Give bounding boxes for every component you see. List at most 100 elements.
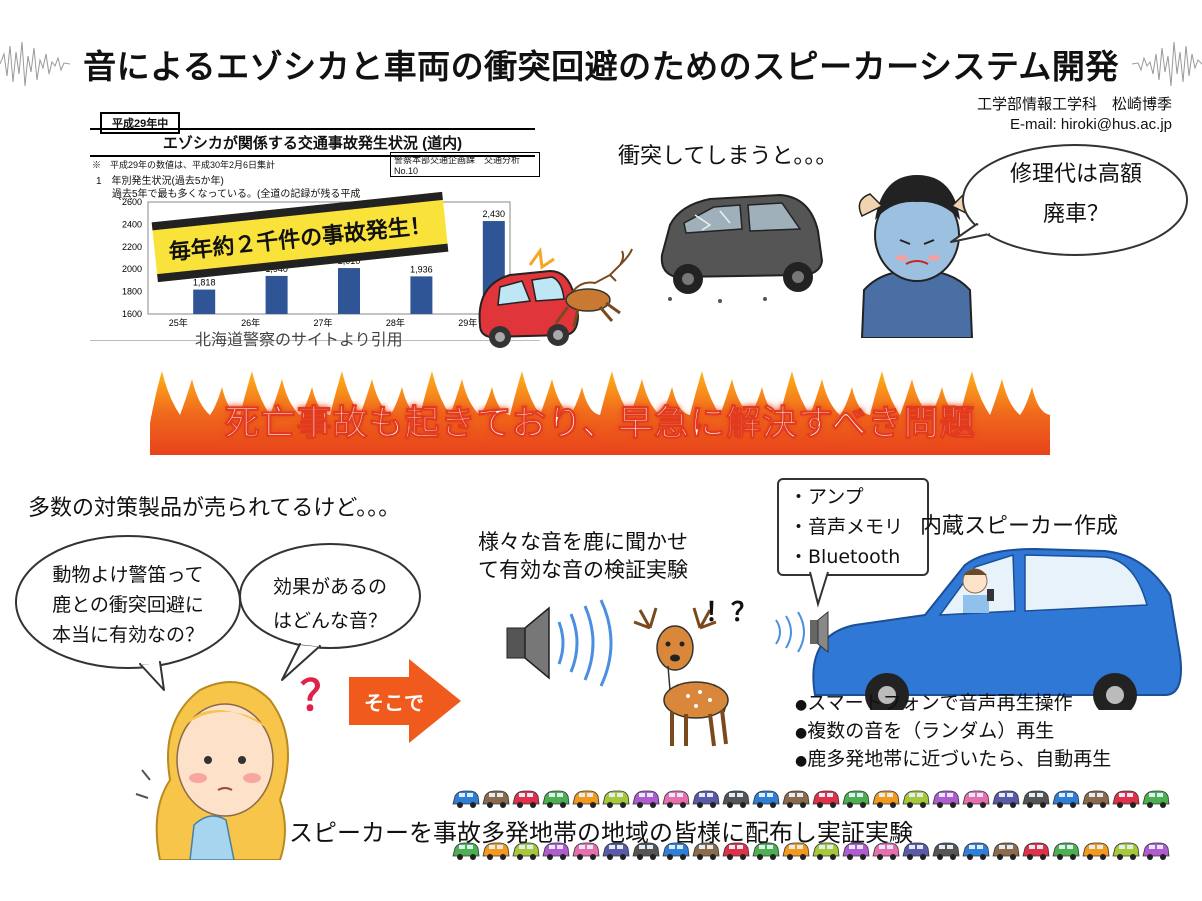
small-car-icon	[632, 790, 660, 808]
horn-question-bubble: 動物よけ警笛って 鹿との衝突回避に 本当に有効なの？	[30, 560, 226, 650]
feature-item: ●鹿多発地帯に近づいたら、自動再生	[795, 746, 1111, 774]
sound-wave-right-icon	[1132, 41, 1202, 87]
y-tick-label: 2600	[122, 198, 142, 207]
component-amp: ・アンプ	[789, 486, 864, 508]
scrapped-line: 廃車？	[1042, 202, 1109, 227]
bar-data-label: 1,936	[410, 264, 433, 274]
x-tick-label: 27年	[313, 317, 332, 328]
small-car-icon	[1142, 842, 1170, 860]
small-car-icon	[842, 842, 870, 860]
small-car-icon	[842, 790, 870, 808]
summary-line: 過去5年で最も多くなっている。(全道の記録が残る平成	[112, 189, 361, 200]
small-car-icon	[752, 790, 780, 808]
component-voice-memory: ・音声メモリ	[789, 516, 904, 538]
experiment-line2: て有効な音の検証実験	[478, 558, 688, 582]
blue-car-icon	[812, 547, 1182, 710]
bubble1-line3: 本当に有効なの？	[51, 624, 204, 646]
author-affiliation: 工学部情報工学科 松崎博季	[976, 96, 1172, 113]
bar	[193, 289, 216, 314]
small-car-icon	[482, 790, 510, 808]
section-label: 1 年別発生状況(過去5か年)	[96, 176, 224, 187]
impact-mark-icon	[528, 247, 555, 270]
small-car-icon	[1052, 842, 1080, 860]
small-car-icon	[1022, 790, 1050, 808]
built-in-speaker-label: 内蔵スピーカー作成	[920, 514, 1119, 539]
small-car-icon	[572, 842, 600, 860]
urgent-problem-text: 死亡事故も起きており、早急に解決すべき問題	[224, 404, 976, 445]
feature-item: ●スマートフォンで音声再生操作	[795, 690, 1111, 718]
small-car-icon	[692, 842, 720, 860]
y-tick-label: 1800	[122, 287, 142, 297]
y-tick-label: 2000	[122, 264, 142, 274]
small-car-icon	[992, 842, 1020, 860]
wrecked-car-icon	[660, 193, 824, 303]
small-car-icon	[452, 790, 480, 808]
small-car-icon	[962, 842, 990, 860]
small-car-icon	[962, 790, 990, 808]
small-car-icon	[1112, 790, 1140, 808]
small-car-icon	[512, 790, 540, 808]
bubble2-line1: 効果があるの	[272, 576, 387, 598]
small-car-icon	[572, 790, 600, 808]
feature-random-play: 複数の音を（ランダム）再生	[807, 720, 1055, 742]
bar	[265, 275, 288, 314]
deer-reaction-text: ！？	[705, 598, 758, 628]
speaker-components-box: ・アンプ ・音声メモリ ・Bluetooth	[777, 478, 929, 576]
small-car-icon	[602, 842, 630, 860]
small-car-icon	[692, 790, 720, 808]
small-car-icon	[932, 790, 960, 808]
small-car-icon	[1082, 790, 1110, 808]
accident-statistics-panel: 平成29年中 エゾシカが関係する交通事故発生状況 (道内) 警察本部交通企画課 …	[90, 112, 540, 349]
small-car-icon	[1082, 842, 1110, 860]
small-car-icon	[872, 790, 900, 808]
feature-item: ●複数の音を（ランダム）再生	[795, 718, 1111, 746]
arrow-right-icon	[349, 659, 461, 743]
small-car-icon	[932, 842, 960, 860]
repair-cost-bubble: 修理代は高額 廃車？	[985, 155, 1167, 235]
small-car-icon	[782, 790, 810, 808]
bar	[338, 268, 360, 314]
data-note: ※ 平成29年の数値は、平成30年2月6日集計	[92, 160, 276, 170]
small-car-icon	[902, 790, 930, 808]
small-car-icon	[722, 842, 750, 860]
bubble1-line2: 鹿との衝突回避に	[52, 594, 204, 616]
small-car-icon	[542, 842, 570, 860]
pin-icon: ●	[795, 725, 808, 741]
small-car-icon	[782, 842, 810, 860]
collision-lead-text: 衝突してしまうと。。。	[618, 144, 838, 169]
speaker-sound-icon	[506, 599, 613, 687]
component-bluetooth: ・Bluetooth	[789, 546, 901, 568]
effective-sound-bubble: 効果があるの はどんな音？	[252, 570, 408, 638]
small-car-icon	[602, 790, 630, 808]
x-tick-label: 26年	[241, 317, 260, 328]
question-bubbles-shape	[15, 535, 421, 691]
feature-smartphone: スマートフォンで音声再生操作	[807, 692, 1073, 714]
author-block: 工学部情報工学科 松崎博季 E-mail: hiroki@hus.ac.jp	[977, 95, 1172, 135]
repair-cost-line: 修理代は高額	[1009, 162, 1142, 187]
speaker-feature-list: ●スマートフォンで音声再生操作 ●複数の音を（ランダム）再生 ●鹿多発地帯に近づ…	[795, 690, 1111, 774]
y-tick-label: 2400	[122, 219, 142, 229]
thinking-woman-icon	[135, 681, 289, 860]
small-car-icon	[632, 842, 660, 860]
bar	[410, 276, 433, 314]
car-speaker-icon	[775, 610, 829, 654]
chart-frame	[147, 201, 511, 315]
small-car-icon	[872, 842, 900, 860]
author-email: E-mail: hiroki@hus.ac.jp	[1010, 116, 1172, 133]
callout-pointer-icon	[809, 570, 829, 608]
car-row-bottom	[452, 842, 1170, 860]
small-car-icon	[722, 790, 750, 808]
small-car-icon	[752, 842, 780, 860]
small-car-icon	[482, 842, 510, 860]
x-tick-label: 28年	[386, 317, 405, 328]
pin-icon: ●	[795, 697, 808, 713]
question-mark-icon: ？	[300, 671, 343, 720]
red-car-icon	[478, 269, 580, 348]
poster-title: 音によるエゾシカと車両の衝突回避のためのスピーカーシステム開発	[83, 47, 1119, 86]
small-car-icon	[662, 790, 690, 808]
small-car-icon	[512, 842, 540, 860]
bubble1-line1: 動物よけ警笛って	[52, 564, 204, 586]
field-test-text: スピーカーを事故多発地帯の地域の皆様に配布し実証実験	[289, 819, 913, 847]
experiment-line1: 様々な音を鹿に聞かせ	[478, 530, 688, 554]
car-row-top	[452, 790, 1170, 808]
